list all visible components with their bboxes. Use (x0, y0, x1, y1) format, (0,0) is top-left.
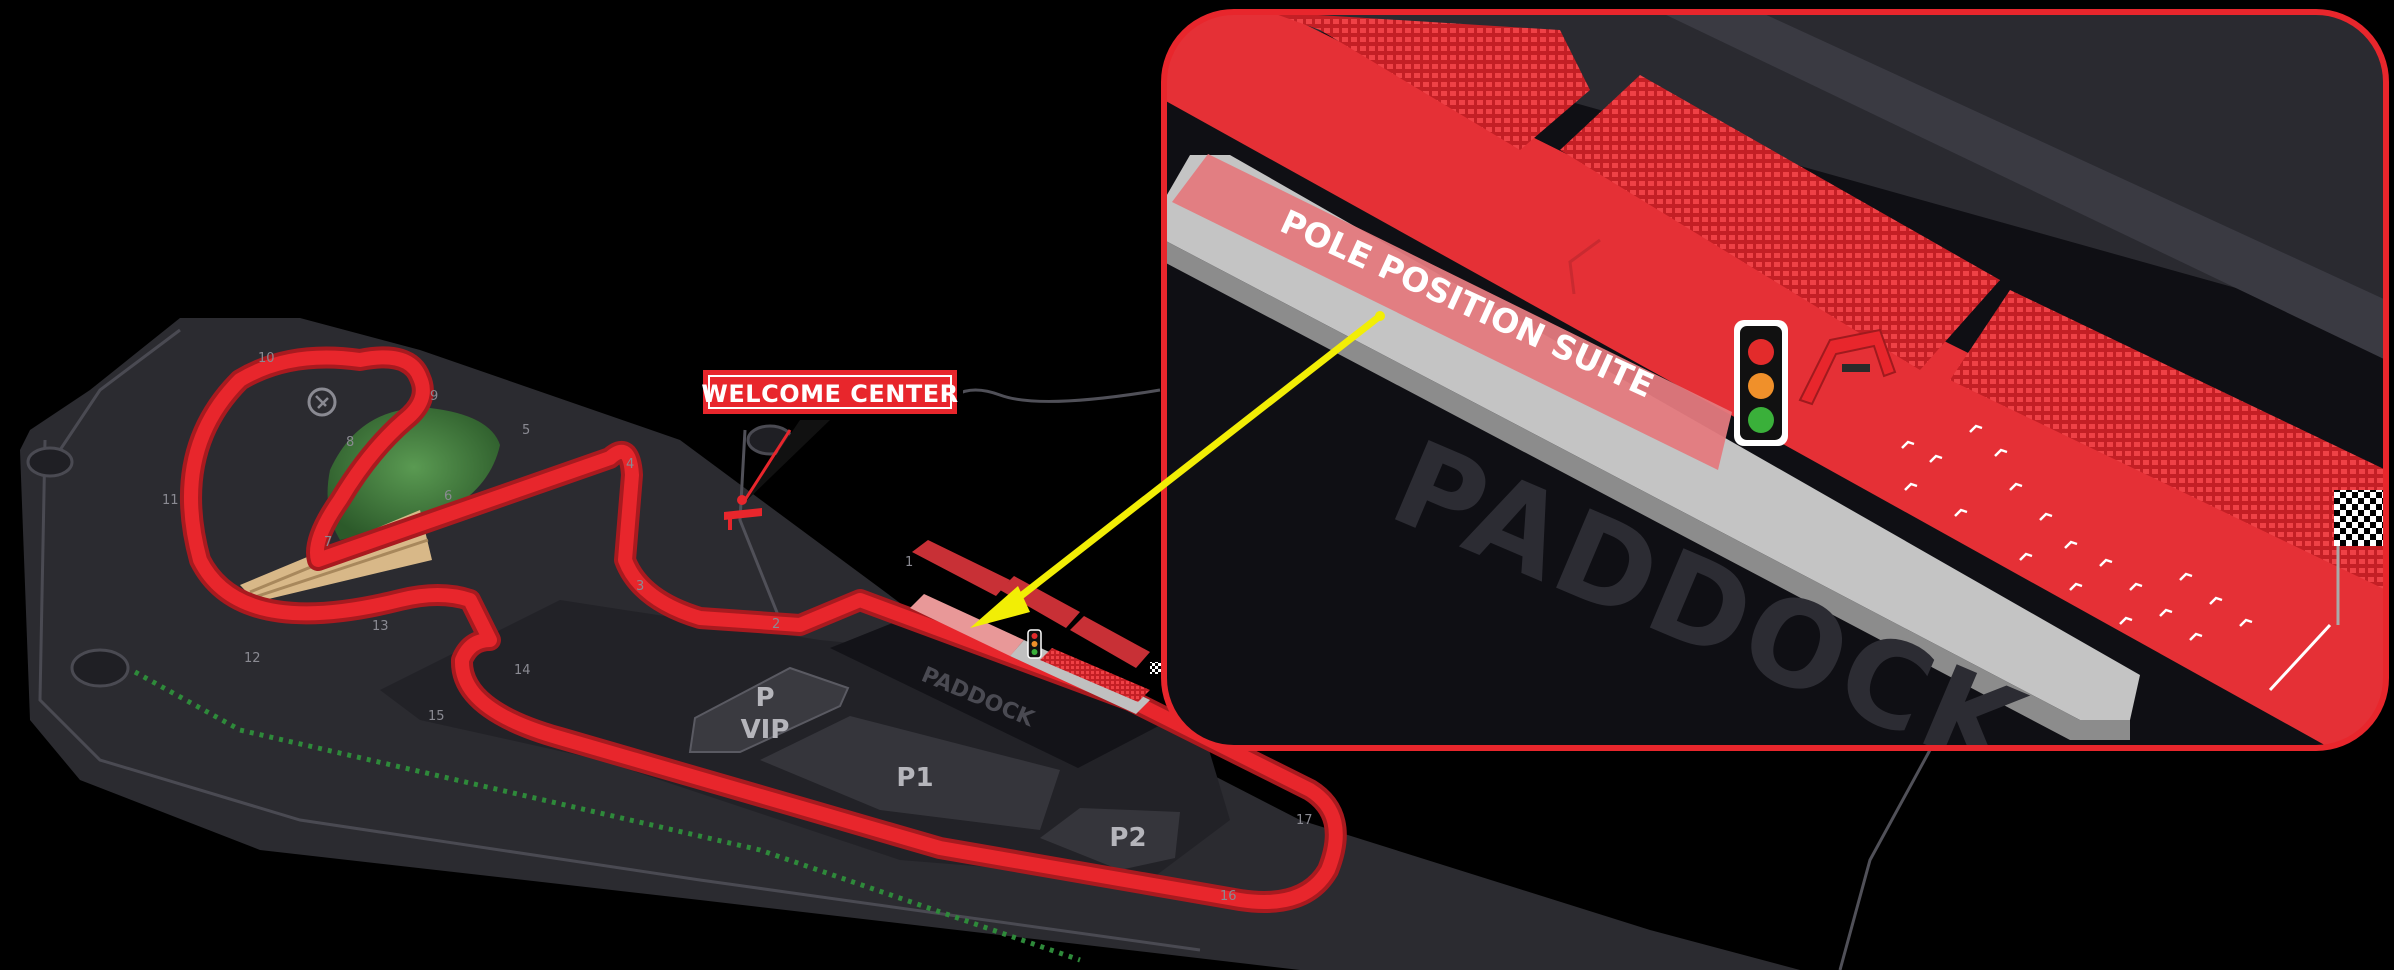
checkered-flag-icon (1150, 662, 1164, 674)
zoom-pole-suite (1172, 154, 1732, 470)
turn-number: 14 (514, 663, 531, 678)
zoom-roof-strip (1660, 12, 2386, 360)
pit-grandstand (1070, 616, 1150, 668)
compass-icon (307, 387, 337, 417)
grid-small (1040, 648, 1150, 702)
turn-number: 12 (244, 651, 261, 666)
access-road (1838, 749, 1932, 970)
turn-number: 5 (522, 423, 530, 438)
zoom-panel-border (1161, 9, 2389, 751)
turn-number: 11 (162, 493, 179, 508)
roundabout (26, 446, 74, 478)
access-road (738, 429, 782, 621)
traffic-light-icon (1027, 629, 1042, 659)
turn-number: 7 (324, 535, 332, 550)
zoom-chevron (1568, 238, 1601, 295)
turn-number: 17 (1296, 813, 1313, 828)
service-road (38, 439, 1201, 952)
service-road-2 (58, 328, 181, 451)
zoom-panel: POLE POSITION SUITE PADDOCK (1164, 12, 2386, 748)
turn-number: 13 (372, 619, 389, 634)
parking-p2 (1040, 808, 1180, 870)
turn-number: 15 (428, 709, 445, 724)
parking-p1 (760, 716, 1060, 830)
turn-number: 16 (1220, 889, 1237, 904)
welcome-center-label: WELCOME CENTER (701, 380, 958, 408)
zoom-grandstand-2 (1560, 75, 2000, 370)
zoom-finish-line (2268, 623, 2332, 692)
vip-p-label: P (755, 683, 774, 713)
turn-number: 1 (905, 555, 913, 570)
parking-vip (688, 666, 850, 753)
traffic-light-icon (1734, 320, 1788, 446)
welcome-center-marker (724, 420, 830, 530)
turn-number: 4 (626, 457, 634, 472)
pit-grandstand (1000, 576, 1080, 628)
race-track-surface (184, 350, 1343, 909)
zoom-grandstand-1 (1270, 12, 1590, 150)
welcome-building (724, 508, 762, 520)
p1-label: P1 (896, 763, 933, 793)
vip-label: VIP (741, 715, 790, 745)
pole-suite-small (910, 594, 1024, 656)
turn-number: 10 (258, 351, 275, 366)
pit-grandstand (912, 540, 1010, 596)
location-pin-icon (737, 495, 747, 505)
zoom-grandstand-3 (1950, 290, 2386, 590)
turn-number: 8 (346, 435, 354, 450)
turn-number: 3 (636, 579, 644, 594)
highlight-arrow (970, 311, 1385, 628)
checkered-flag-icon (2334, 490, 2384, 546)
paddock-area (830, 612, 1170, 768)
roundabout (70, 648, 130, 688)
zoom-start-gantry (1798, 328, 1897, 406)
welcome-center-badge: WELCOME CENTER (697, 364, 963, 420)
zoom-grid-marks (1901, 424, 2253, 641)
turn-number: 6 (444, 489, 452, 504)
overview-map: PADDOCK P VIP P1 P2 (20, 318, 1932, 970)
turn-number: 9 (430, 389, 438, 404)
p2-label: P2 (1109, 823, 1146, 853)
access-road (938, 388, 1161, 411)
turn-number: 2 (772, 617, 780, 632)
